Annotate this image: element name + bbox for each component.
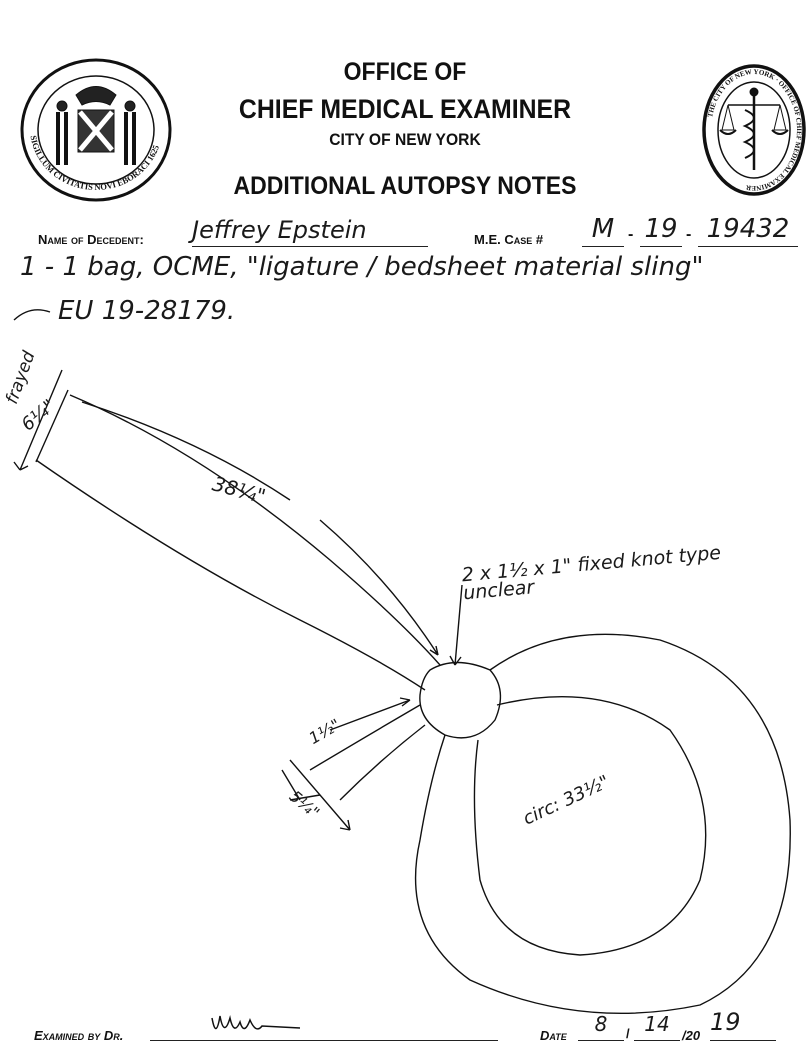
- header-city: CITY OF NEW YORK: [329, 130, 481, 149]
- length-arrow: [319, 519, 439, 656]
- date-year-prefix: /20: [682, 1028, 701, 1043]
- strip-top-edge: [69, 394, 441, 666]
- bracket-mark: [13, 309, 51, 321]
- examiner-signature-field[interactable]: [150, 1010, 498, 1041]
- knot-pointer: [449, 584, 463, 666]
- short-strip-edge: [339, 724, 426, 801]
- case-number-label: M.E. Case #: [474, 232, 544, 247]
- length-line-1: [81, 401, 291, 501]
- decedent-name-label: Name of Decedent:: [38, 232, 144, 247]
- case-separator: -: [628, 226, 634, 243]
- header-form-title: ADDITIONAL AUTOPSY NOTES: [233, 172, 577, 200]
- strip-bottom-edge: [35, 459, 426, 691]
- date-year-field[interactable]: 19: [710, 1008, 776, 1041]
- header-office-of: OFFICE OF: [343, 58, 467, 86]
- width-arrow: [13, 369, 63, 471]
- date-label: Date: [540, 1028, 567, 1043]
- seal-left: [20, 58, 172, 202]
- note-line-1: 1 - 1 bag, OCME, "ligature / bedsheet ma…: [20, 252, 704, 282]
- date-month-field[interactable]: 8: [578, 1012, 624, 1041]
- short-width-arrow: [329, 697, 411, 731]
- decedent-name-field[interactable]: Jeffrey Epstein: [192, 216, 428, 247]
- strip-end: [35, 389, 69, 463]
- case-number-year[interactable]: 19: [640, 214, 682, 247]
- short-strip-edge: [309, 704, 421, 771]
- case-number-sequence[interactable]: 19432: [698, 214, 798, 247]
- knot: [419, 661, 502, 739]
- seal-right: [702, 64, 806, 196]
- header-chief-medical-examiner: CHIEF MEDICAL EXAMINER: [238, 94, 572, 124]
- note-line-2: EU 19-28179.: [58, 296, 236, 326]
- date-day-field[interactable]: 14: [634, 1012, 680, 1041]
- case-separator: -: [686, 226, 692, 243]
- short-strip-end: [281, 769, 321, 801]
- inner-loop: [473, 696, 707, 956]
- outer-loop: [414, 633, 791, 1015]
- signature-mark: [211, 1015, 301, 1030]
- date-separator: /: [626, 1026, 630, 1041]
- examined-by-label: Examined by Dr.: [34, 1028, 124, 1043]
- case-number-prefix[interactable]: M: [582, 214, 624, 247]
